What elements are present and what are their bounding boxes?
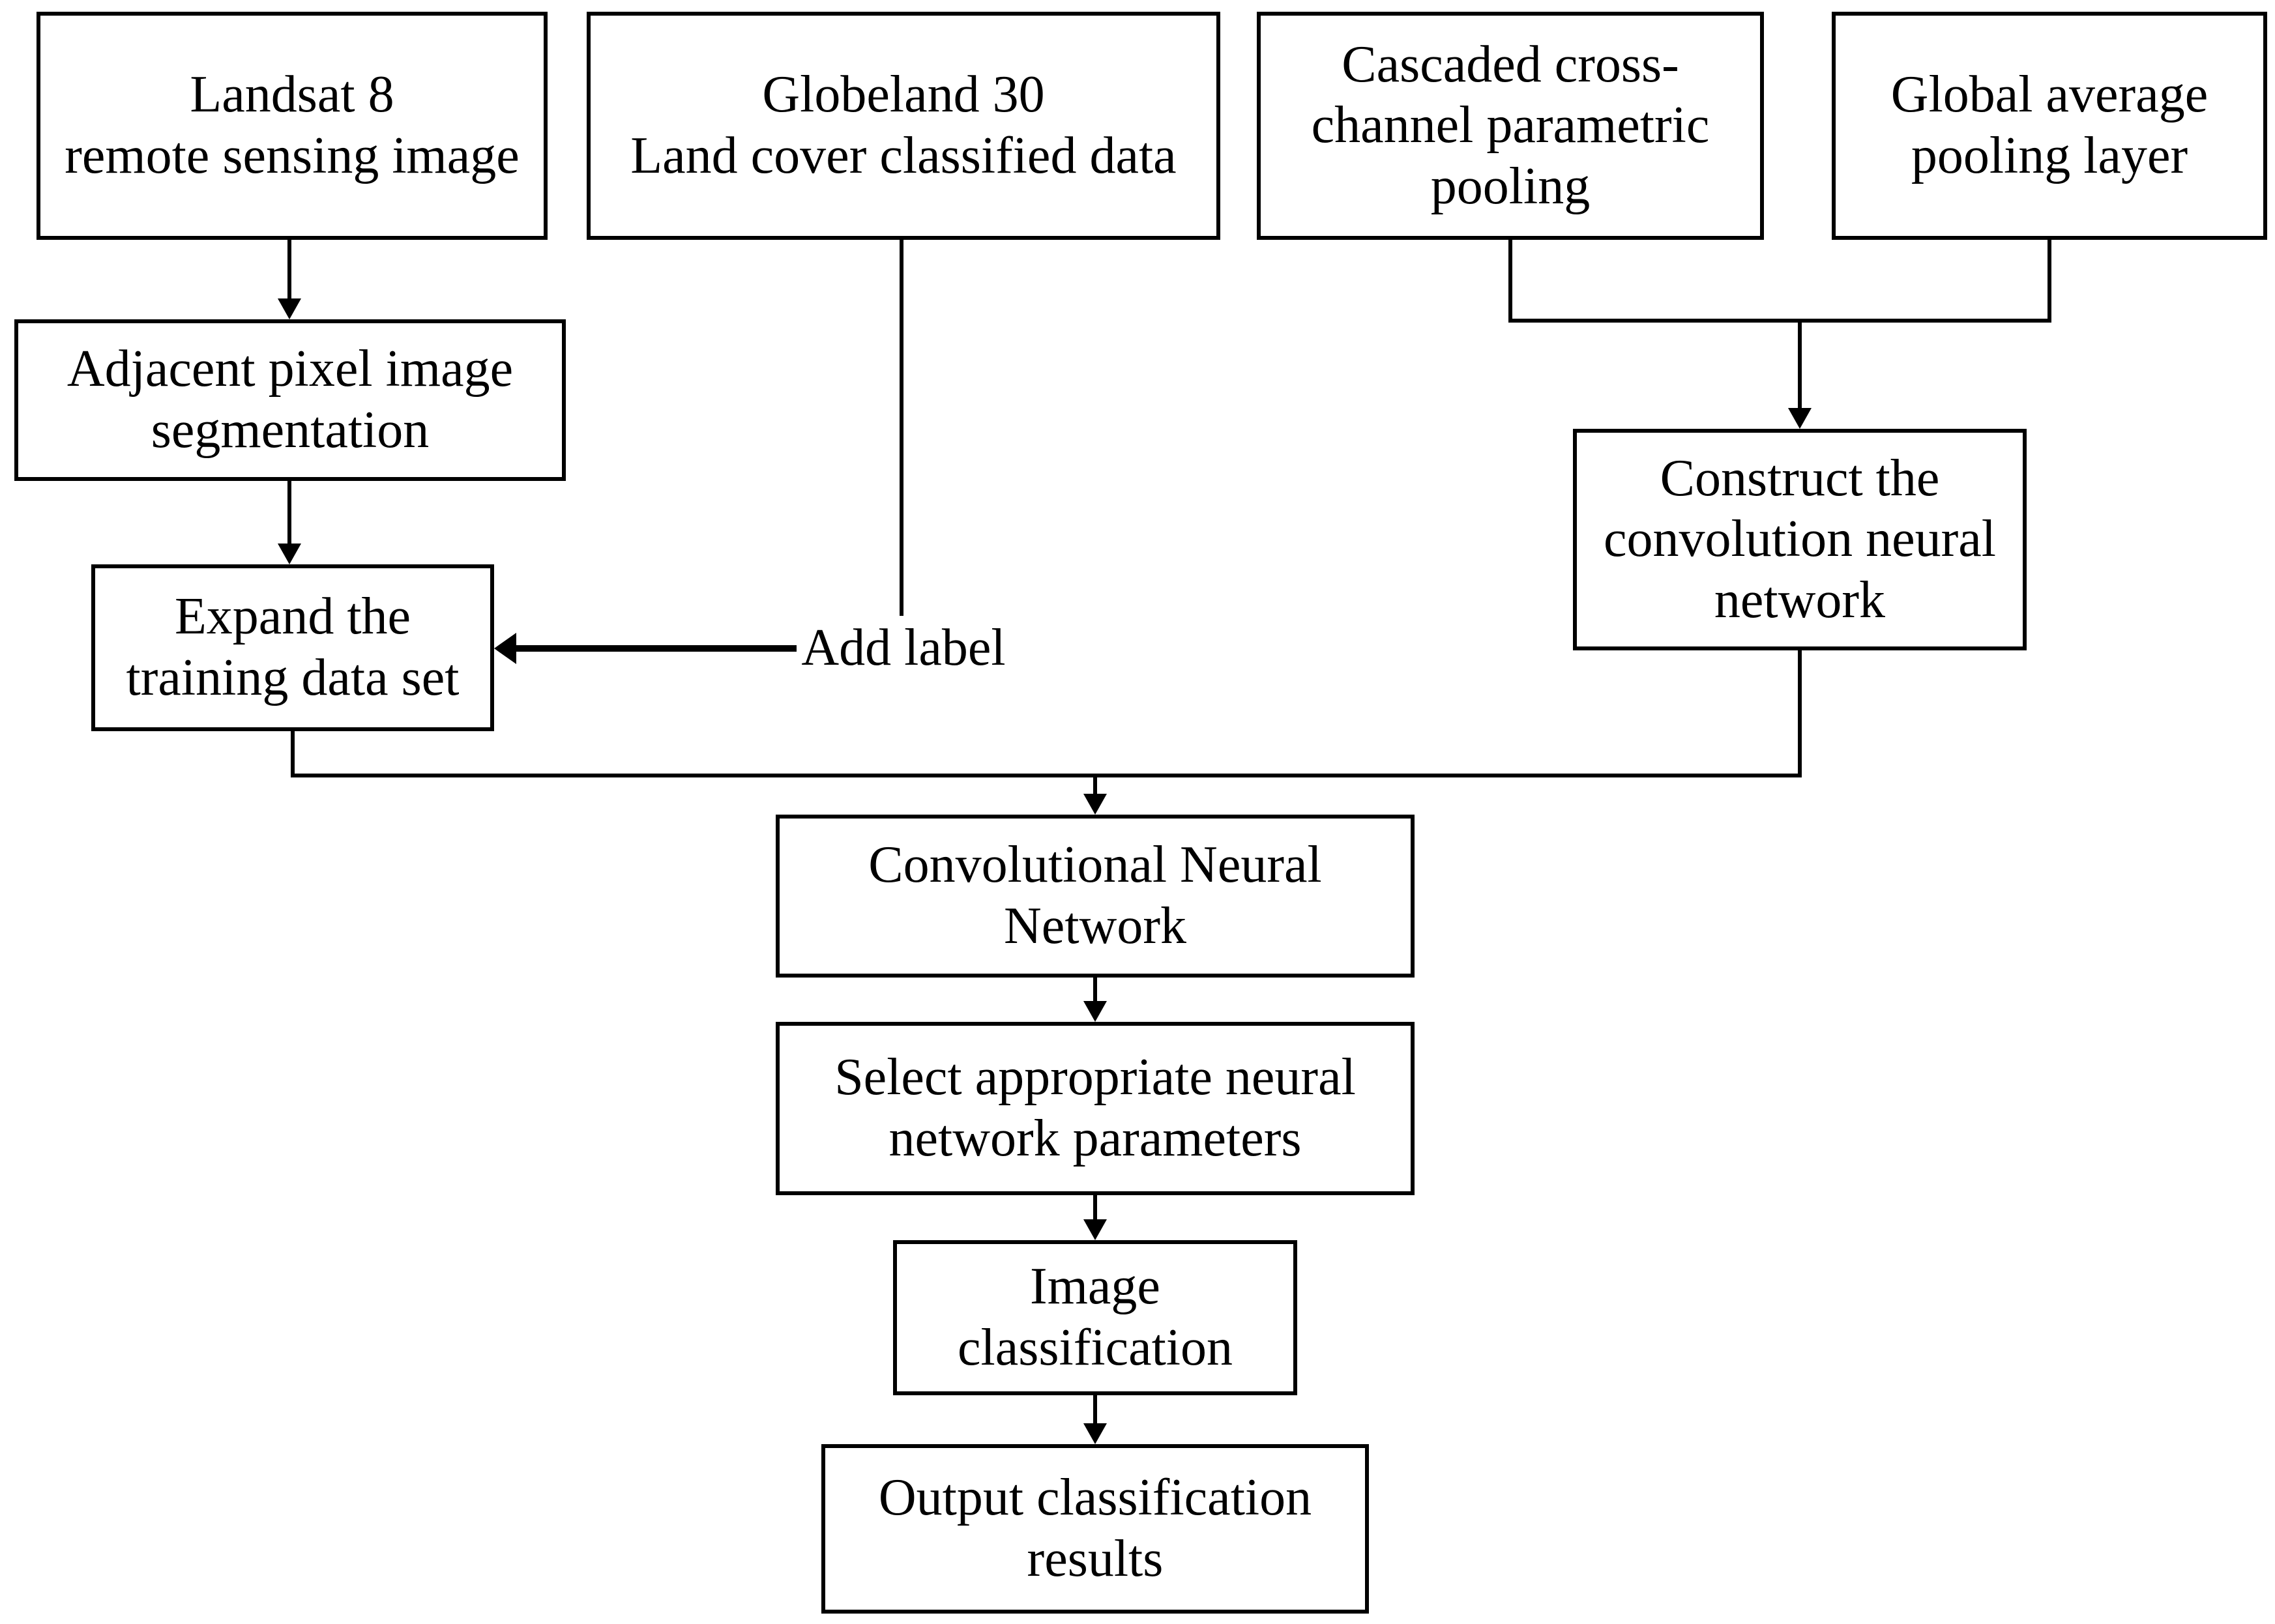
connector-collector: [291, 774, 1802, 777]
node-gap-layer: Global average pooling layer: [1832, 12, 2267, 240]
node-gap-layer-label: Global average pooling layer: [1890, 66, 2209, 184]
node-select-parameters: Select appropriate neural network parame…: [776, 1022, 1415, 1195]
node-landsat-label: Landsat 8 remote sensing image: [65, 66, 520, 184]
arrowhead-adjacent-to-expand: [278, 544, 301, 564]
connector-image-to-output: [1093, 1395, 1097, 1425]
connector-construct-down: [1798, 650, 1802, 777]
arrowhead-select-to-image: [1083, 1219, 1107, 1240]
node-cnn: Convolutional Neural Network: [776, 815, 1415, 978]
edge-label-add-label: Add label: [801, 619, 1006, 677]
node-globeland-label: Globeland 30 Land cover classified data: [630, 66, 1177, 184]
node-ccp-pooling: Cascaded cross- channel parametric pooli…: [1257, 12, 1764, 240]
arrowhead-image-to-output: [1083, 1423, 1107, 1444]
arrowhead-collector-to-cnn: [1083, 794, 1107, 815]
node-output-results-label: Output classification results: [878, 1469, 1312, 1588]
node-image-classification-label: Image classification: [957, 1258, 1233, 1376]
connector-collector-to-cnn: [1093, 777, 1097, 796]
connector-pooling-join: [1508, 319, 2051, 323]
connector-ccp-pooling-down: [1508, 240, 1512, 321]
connector-join-to-construct: [1798, 321, 1802, 409]
connector-gap-layer-down: [2048, 240, 2051, 321]
node-output-results: Output classification results: [821, 1444, 1369, 1614]
arrowhead-add-label-to-expand: [494, 633, 516, 664]
node-adjacent-segmentation-label: Adjacent pixel image segmentation: [66, 340, 514, 459]
node-expand-training: Expand the training data set: [91, 564, 494, 731]
node-globeland: Globeland 30 Land cover classified data: [587, 12, 1220, 240]
node-select-parameters-label: Select appropriate neural network parame…: [834, 1049, 1356, 1167]
connector-cnn-to-select: [1093, 978, 1097, 1004]
arrowhead-join-to-construct: [1788, 408, 1812, 429]
connector-globeland-to-add-label: [900, 240, 903, 616]
node-cnn-label: Convolutional Neural Network: [868, 836, 1322, 955]
node-image-classification: Image classification: [893, 1240, 1297, 1395]
node-construct-cnn-label: Construct the convolution neural network: [1603, 449, 1997, 629]
node-ccp-pooling-label: Cascaded cross- channel parametric pooli…: [1311, 35, 1710, 215]
node-construct-cnn: Construct the convolution neural network: [1573, 429, 2027, 650]
arrowhead-cnn-to-select: [1083, 1001, 1107, 1022]
connector-landsat-to-adjacent: [287, 240, 291, 300]
arrowhead-landsat-to-adjacent: [278, 298, 301, 319]
connector-add-label-to-expand: [516, 645, 797, 652]
connector-expand-down: [291, 731, 295, 777]
connector-select-to-image: [1093, 1195, 1097, 1221]
node-adjacent-segmentation: Adjacent pixel image segmentation: [14, 319, 566, 481]
node-landsat: Landsat 8 remote sensing image: [37, 12, 548, 240]
node-expand-training-label: Expand the training data set: [126, 588, 460, 706]
connector-adjacent-to-expand: [287, 481, 291, 545]
